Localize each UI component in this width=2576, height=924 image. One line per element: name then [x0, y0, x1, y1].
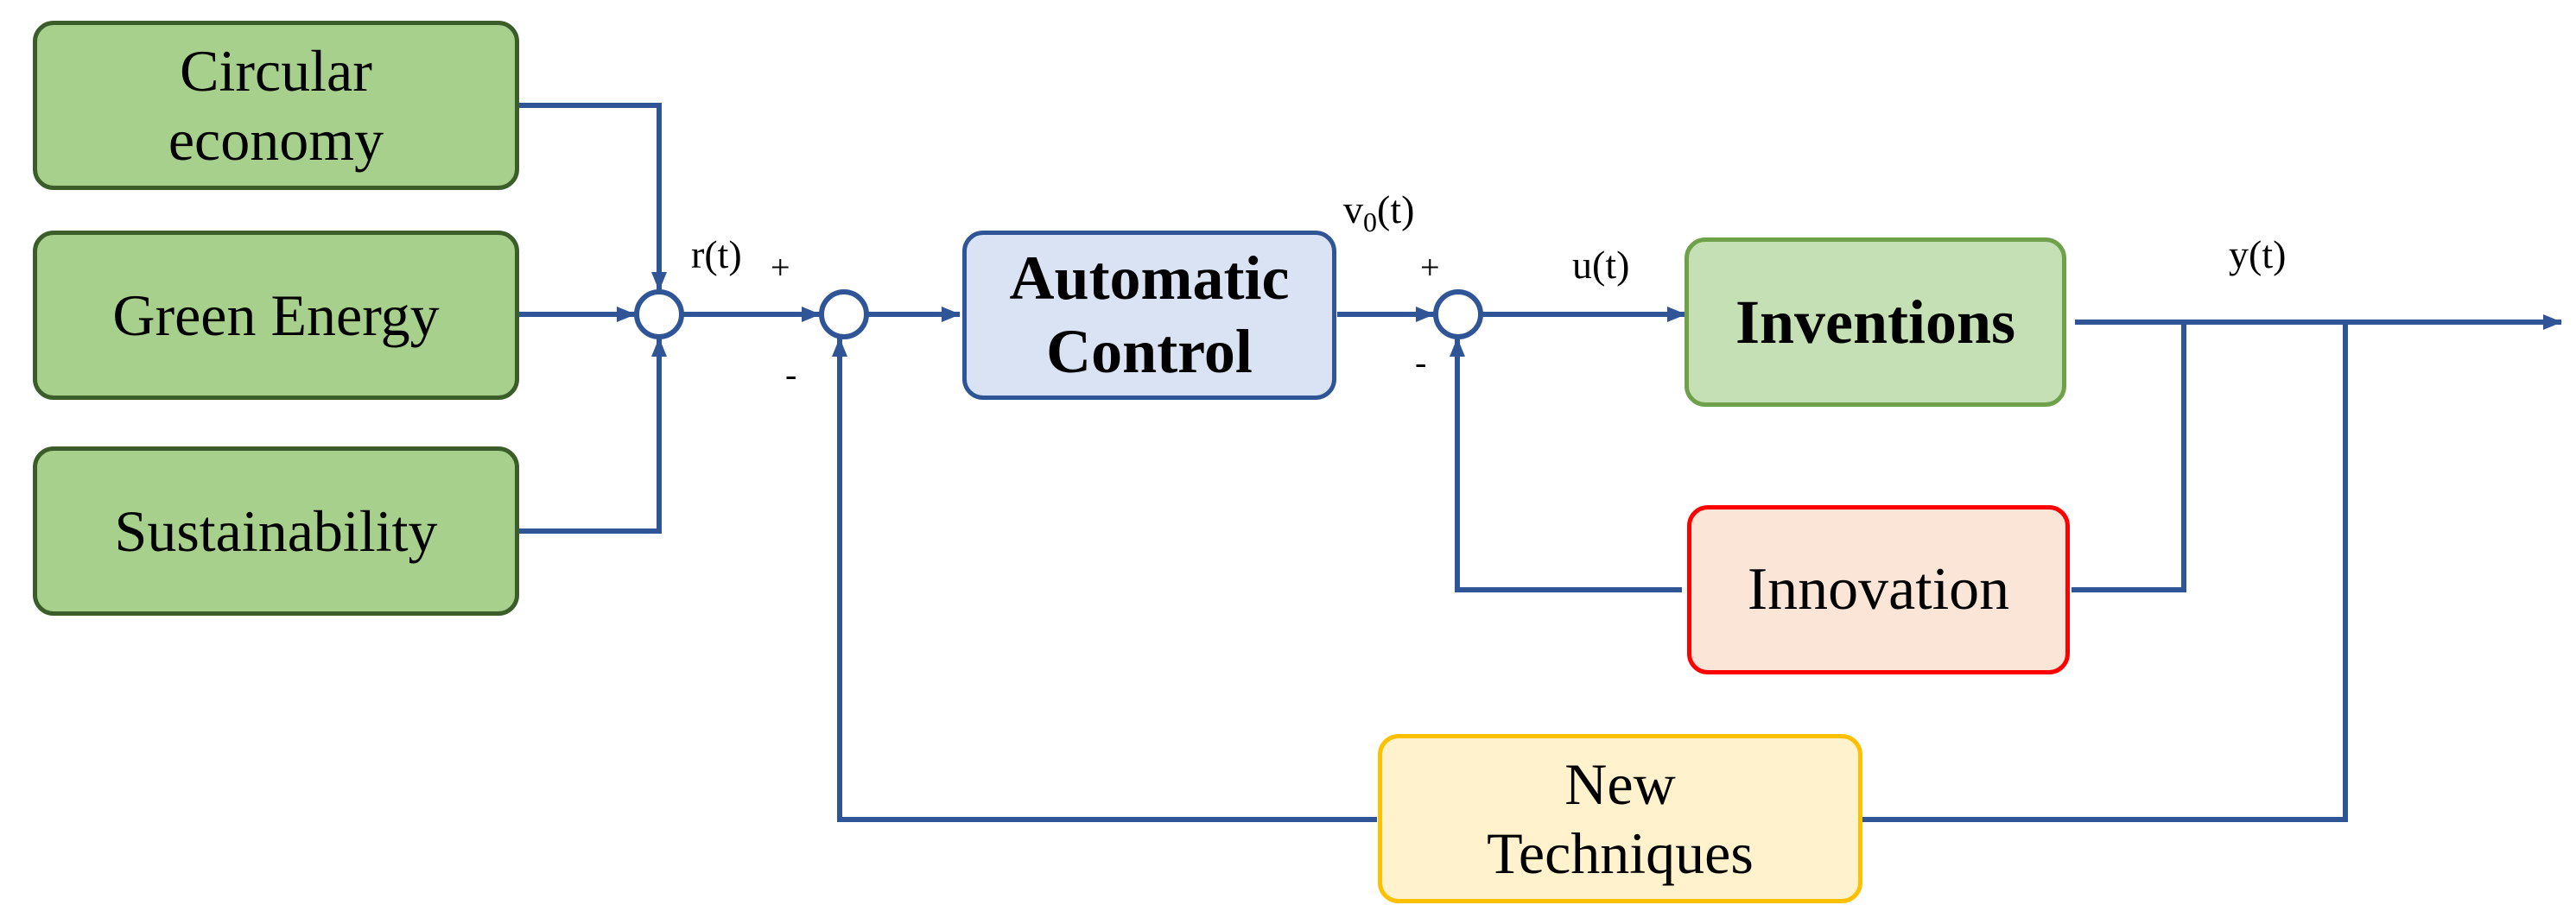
signal-v0-label: v0(t): [1343, 187, 1414, 238]
v0-subscript: 0: [1363, 206, 1377, 238]
minus-sign-junction-3: -: [1415, 343, 1427, 382]
plus-sign-junction-2: +: [771, 248, 790, 287]
automatic-line-2: Control: [1046, 317, 1253, 386]
inventions-block: Inventions: [1685, 237, 2066, 407]
inventions-label: Inventions: [1735, 287, 2016, 357]
green-energy-block: Green Energy: [33, 231, 519, 400]
signal-u-label: u(t): [1572, 243, 1630, 287]
summing-junction-1: [634, 289, 684, 339]
innovation-label: Innovation: [1747, 555, 2010, 623]
circular-economy-block: Circular economy: [33, 21, 519, 190]
signal-r-label: r(t): [691, 232, 742, 276]
automatic-control-block: Automatic Control: [962, 231, 1336, 400]
v0-main: v: [1343, 187, 1363, 231]
line-sustain-to-junction: [518, 338, 667, 534]
green-energy-label: Green Energy: [112, 282, 440, 348]
sustainability-label: Sustainability: [114, 497, 438, 564]
sustainability-block: Sustainability: [33, 446, 519, 616]
summing-junction-2: [819, 289, 869, 339]
plus-sign-junction-3: +: [1420, 248, 1440, 287]
line-y-to-innovation: [2072, 322, 2186, 592]
v0-rest: (t): [1377, 187, 1415, 231]
summing-junction-3: [1433, 289, 1483, 339]
innovation-block: Innovation: [1687, 505, 2070, 674]
circular-line-1: Circular: [180, 37, 372, 104]
line-newtech-to-j2: [832, 338, 1377, 822]
circular-line-2: economy: [168, 107, 384, 173]
line-y-to-newtech: [1862, 322, 2348, 822]
line-circular-to-junction: [518, 103, 667, 291]
signal-y-label: y(t): [2229, 232, 2287, 276]
minus-sign-junction-2: -: [785, 355, 797, 394]
new-techniques-block: New Techniques: [1378, 734, 1862, 903]
line-innovation-to-j3: [1450, 338, 1682, 592]
newtech-line-2: Techniques: [1487, 820, 1754, 886]
automatic-line-1: Automatic: [1009, 244, 1290, 313]
newtech-line-1: New: [1564, 750, 1676, 817]
